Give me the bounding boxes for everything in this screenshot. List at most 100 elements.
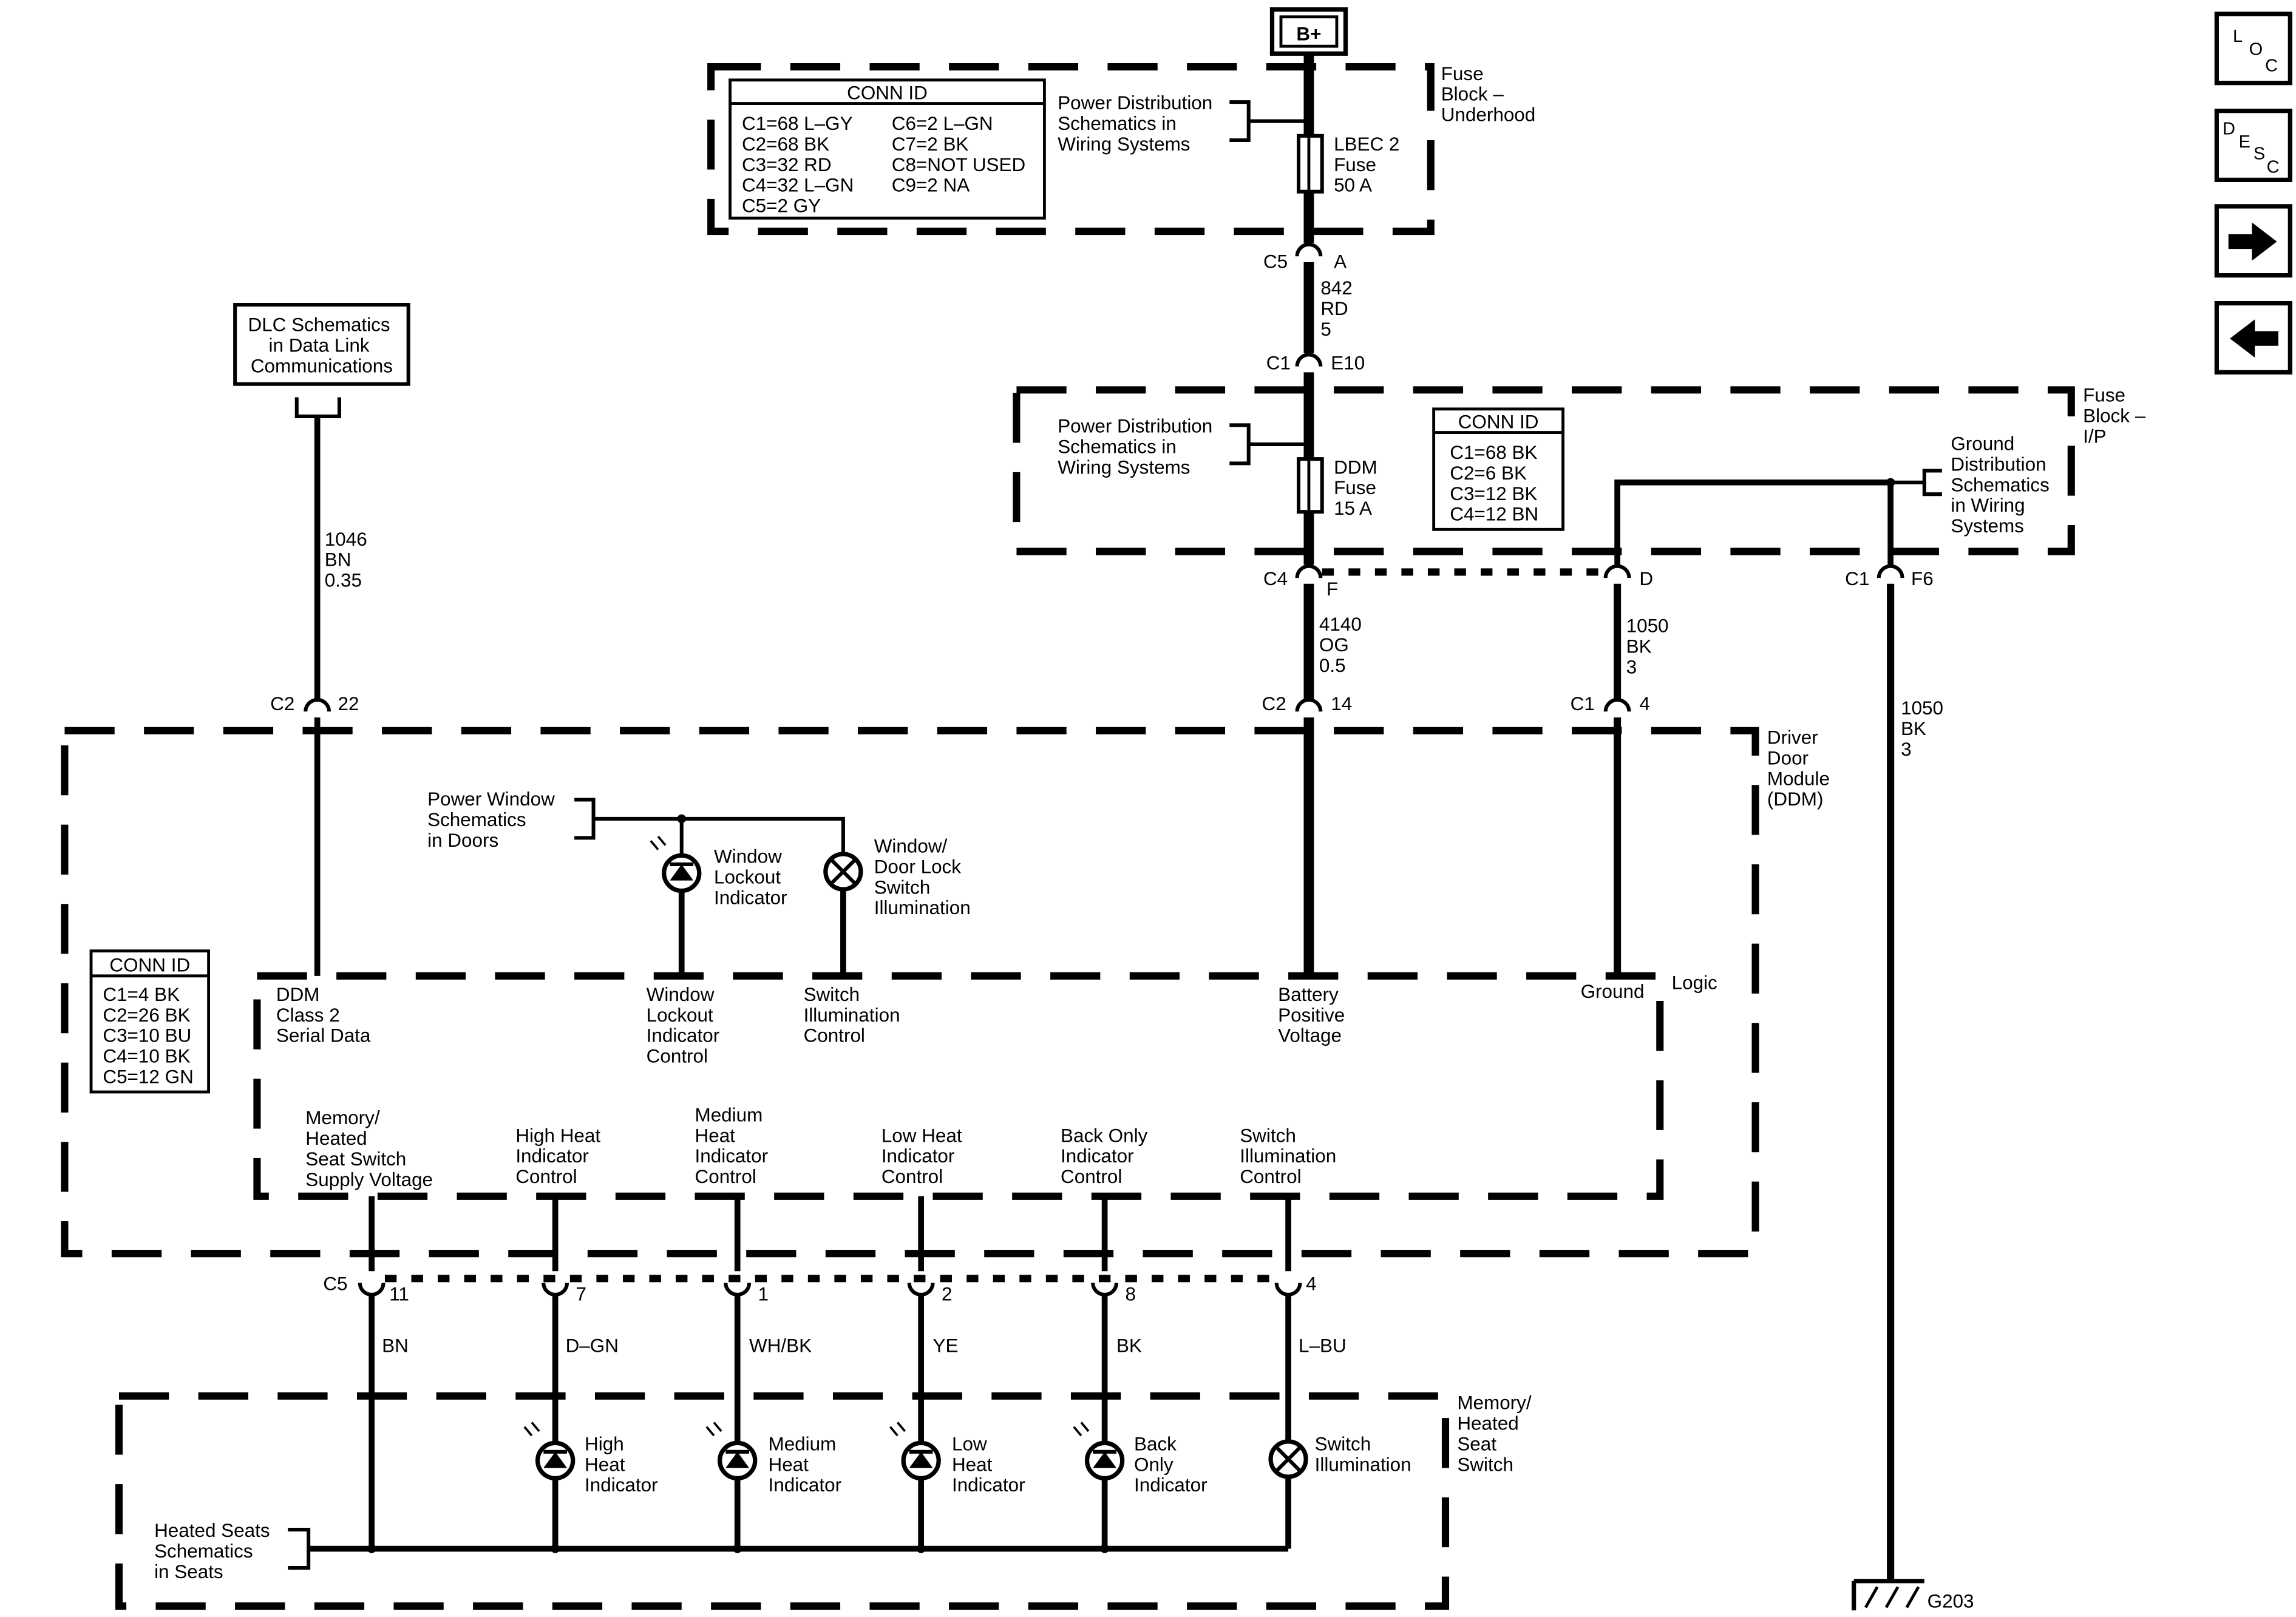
svg-text:E: E — [2239, 132, 2250, 152]
svg-text:Medium Heat Indica: Medium Heat Indicator — [769, 1433, 842, 1496]
desc-button[interactable]: D E S C — [2214, 109, 2292, 182]
power-distribution-ref-underhood: Power Distribution Schematics in Wiring … — [1058, 92, 1314, 155]
ground-g203: G203 — [1852, 1579, 1974, 1612]
fuse-block-ip-outline — [1013, 386, 2075, 555]
svg-text:F6: F6 — [1911, 568, 1934, 589]
fuse-block-underhood-label: Fuse Block – Underhood — [1441, 63, 1536, 126]
window-door-lock-switch-lamp: Window/ Door Lock Switch Illumination — [823, 836, 971, 976]
svg-text:CONN ID: CONN ID — [1458, 411, 1539, 432]
svg-text:DLC Schematics in Data L: DLC Schematics in Data Link Communicatio… — [248, 314, 395, 377]
wire-1046-label: 1046 BN 0.35 — [325, 529, 373, 591]
svg-text:F: F — [1326, 578, 1338, 600]
svg-text:Heated Seats Schematics: Heated Seats Schematics in Seats — [154, 1520, 275, 1582]
svg-text:C1=68 BK C2=6 BK C: C1=68 BK C2=6 BK C3=12 BK C4=12 BN — [1450, 442, 1543, 525]
svg-text:Window/ Door Lock: Window/ Door Lock Switch Illumination — [874, 836, 971, 919]
pin-serial-data: DDM Class 2 Serial Data — [276, 984, 371, 1046]
svg-text:YE: YE — [933, 1335, 959, 1356]
low-heat-indicator-led: Low Heat Indicator — [889, 1422, 1025, 1549]
svg-text:High Heat Indicato: High Heat Indicator — [585, 1433, 658, 1496]
ground-distribution-ref: Ground Distribution Schematics in Wiring… — [1614, 433, 2050, 565]
svg-text:BN: BN — [382, 1335, 409, 1356]
logic-label: Logic — [1672, 972, 1717, 994]
svg-text:Power Distribution Schem: Power Distribution Schematics in Wiring … — [1058, 92, 1218, 155]
svg-text:Switch Illumination: Switch Illumination — [1315, 1433, 1411, 1475]
svg-text:842 RD 5: 842 RD 5 — [1320, 277, 1357, 340]
connector-c2-22: C2 22 — [270, 693, 359, 714]
svg-text:Back Only Indicato: Back Only Indicator — [1134, 1433, 1207, 1496]
svg-text:C1=4 BK C2=26 BK C: C1=4 BK C2=26 BK C3=10 BU C4=10 BK C5=12… — [103, 984, 197, 1088]
connector-c1-e10: C1 E10 — [1266, 353, 1365, 459]
loc-button[interactable]: L O C — [2214, 12, 2292, 86]
fuse-block-underhood-outline — [707, 63, 1435, 236]
arrow-left-icon — [2230, 319, 2278, 358]
back-only-indicator-led: Back Only Indicator — [1073, 1422, 1207, 1549]
power-distribution-ref-ip: Power Distribution Schematics in Wiring … — [1058, 416, 1314, 478]
svg-text:S: S — [2254, 144, 2265, 163]
fuse-block-ip-label: Fuse Block – I/P — [2083, 385, 2151, 447]
connector-c4: C4 F D — [1263, 564, 1653, 600]
pin-medium-heat: Medium Heat Indicator Control — [695, 1104, 773, 1187]
arrow-right-icon — [2228, 222, 2277, 261]
svg-text:L–BU: L–BU — [1299, 1335, 1347, 1356]
svg-text:L: L — [2233, 27, 2243, 46]
svg-text:CONN ID: CONN ID — [847, 82, 928, 103]
seat-switch-label: Memory/ Heated Seat Switch — [1457, 1392, 1537, 1476]
lbec2-fuse: LBEC 2 Fuse 50 A — [1296, 134, 1399, 196]
ddm-logic-block — [253, 972, 1664, 1200]
wire-1050-ground-label: 1050 BK 3 — [1901, 697, 1949, 760]
c5-lower-wires: BN D–GN WH/BK YE BK L–BU — [369, 1294, 1347, 1549]
pin-ground: Ground — [1581, 981, 1645, 1002]
pin-window-lockout: Window Lockout Indicator Control — [647, 984, 725, 1067]
svg-text:C1: C1 — [1571, 693, 1595, 714]
window-lockout-indicator-led: Window Lockout Indicator — [650, 835, 787, 976]
svg-text:G203: G203 — [1927, 1590, 1974, 1612]
svg-text:E10: E10 — [1331, 353, 1365, 374]
svg-text:C1: C1 — [1845, 568, 1869, 589]
next-page-button[interactable] — [2214, 204, 2292, 278]
connector-c2-14: C2 14 — [1262, 693, 1353, 714]
svg-text:C1=68 L–GY C2=68 BK: C1=68 L–GY C2=68 BK C3=32 RD C4=32 L–GN … — [742, 113, 859, 217]
connector-c1-4: C1 4 — [1571, 693, 1650, 714]
svg-text:C: C — [2265, 56, 2278, 75]
svg-text:Power Distribution Schem: Power Distribution Schematics in Wiring … — [1058, 416, 1218, 478]
svg-text:22: 22 — [338, 693, 359, 714]
switch-illumination-lamp: Switch Illumination — [1268, 1433, 1411, 1549]
bplus-label: B+ — [1296, 23, 1321, 44]
svg-text:C: C — [2267, 157, 2280, 177]
pin-switch-illumination: Switch Illumination Control — [804, 984, 906, 1046]
ddm-fuse: DDM Fuse 15 A — [1296, 456, 1382, 519]
bplus-terminal: B+ — [1269, 7, 1348, 56]
svg-text:C4: C4 — [1263, 568, 1288, 589]
svg-text:C5: C5 — [1263, 251, 1288, 273]
svg-text:1: 1 — [758, 1284, 769, 1305]
svg-text:CONN ID: CONN ID — [109, 955, 190, 976]
svg-text:DDM Fuse 15 A: DDM Fuse 15 A — [1334, 456, 1382, 519]
svg-text:Window Lockout Ind: Window Lockout Indicator — [714, 846, 787, 909]
c5-upper-wires — [369, 1196, 1291, 1272]
svg-text:D: D — [1639, 568, 1653, 589]
pin-switch-illumination-2: Switch Illumination Control — [1240, 1125, 1342, 1187]
svg-text:11: 11 — [389, 1284, 409, 1305]
connector-c5-a: C5 A 842 RD 5 — [1263, 242, 1357, 353]
svg-text:C1: C1 — [1266, 353, 1291, 374]
svg-text:WH/BK: WH/BK — [749, 1335, 812, 1356]
pin-back-only: Back Only Indicator Control — [1061, 1125, 1153, 1187]
svg-text:C2: C2 — [270, 693, 294, 714]
svg-text:D–GN: D–GN — [566, 1335, 619, 1356]
seat-switch-outline — [115, 1392, 1450, 1610]
svg-text:Power Window Schematics: Power Window Schematics in Doors — [427, 788, 560, 851]
pin-battery-positive: Battery Positive Voltage — [1278, 984, 1350, 1046]
svg-text:4: 4 — [1306, 1273, 1316, 1295]
svg-text:A: A — [1334, 251, 1347, 273]
svg-text:4: 4 — [1639, 693, 1649, 714]
connector-c5-row: C5 11 7 1 2 8 4 — [323, 1273, 1316, 1305]
svg-text:C2: C2 — [1262, 693, 1286, 714]
dlc-reference: DLC Schematics in Data Link Communicatio… — [233, 303, 410, 418]
svg-text:D: D — [2223, 119, 2235, 138]
svg-text:7: 7 — [576, 1284, 586, 1305]
connector-c1-f6: C1 F6 — [1845, 564, 1934, 589]
prev-page-button[interactable] — [2214, 300, 2292, 375]
svg-text:14: 14 — [1331, 693, 1352, 714]
medium-heat-indicator-led: Medium Heat Indicator — [705, 1422, 842, 1549]
